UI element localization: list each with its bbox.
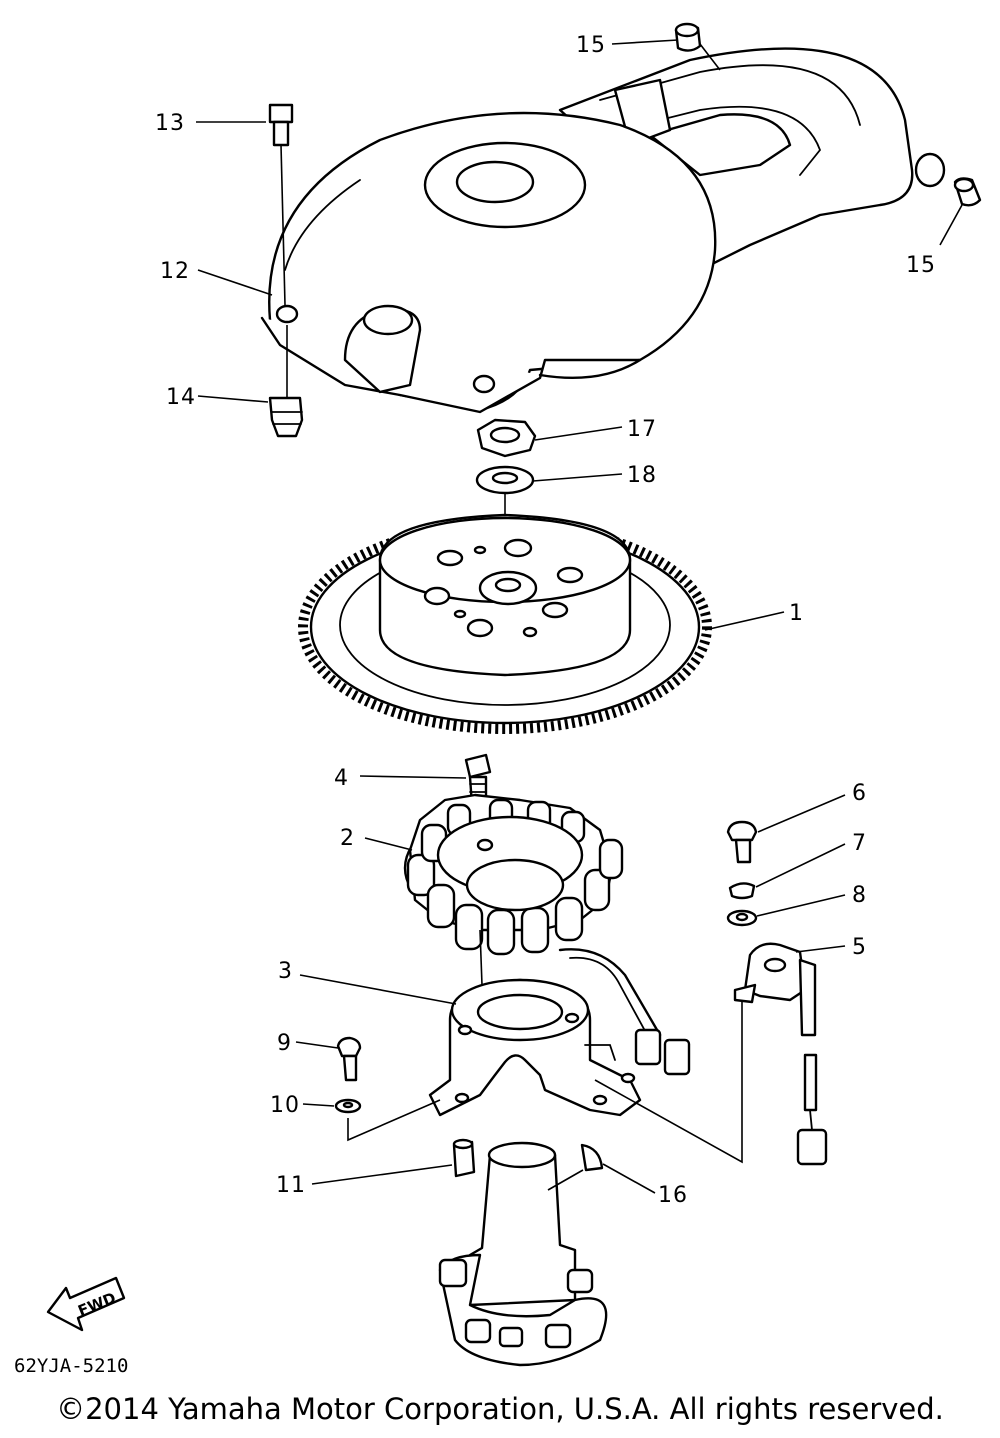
callout-6: 6 [852, 781, 867, 806]
crankshaft [438, 1141, 608, 1367]
callout-12: 12 [160, 259, 190, 284]
callout-14: 14 [166, 385, 196, 410]
callout-2: 2 [340, 826, 355, 851]
woodruff-key [580, 1143, 604, 1172]
flywheel-washer [475, 465, 535, 495]
cover-bolt [268, 103, 294, 147]
grommet-side [953, 177, 982, 207]
grommet-top [674, 22, 702, 52]
pulser-coil [733, 942, 828, 1166]
callout-4: 4 [334, 766, 349, 791]
callout-10: 10 [270, 1093, 300, 1118]
callout-15-top: 15 [576, 33, 606, 58]
copyright-notice: ©2014 Yamaha Motor Corporation, U.S.A. A… [56, 1392, 944, 1426]
lock-washer [728, 882, 756, 900]
stator-base [428, 978, 642, 1117]
plain-washer [726, 909, 758, 927]
diagram-code: 62YJA-5210 [14, 1355, 129, 1377]
callout-1: 1 [789, 601, 804, 626]
stator-assembly [403, 793, 691, 1076]
base-screw [336, 1036, 362, 1082]
cover-plug [268, 396, 304, 438]
base-washer [334, 1098, 362, 1114]
callout-18: 18 [627, 463, 657, 488]
flywheel-cover [260, 47, 946, 414]
flywheel-nut [476, 418, 537, 458]
callout-5: 5 [852, 935, 867, 960]
callout-9: 9 [277, 1031, 292, 1056]
callout-7: 7 [852, 831, 867, 856]
pulser-screw [726, 820, 758, 864]
dowel-pin [452, 1138, 476, 1178]
callout-11: 11 [276, 1173, 306, 1198]
callout-15-side: 15 [906, 253, 936, 278]
callout-3: 3 [278, 959, 293, 984]
callout-17: 17 [627, 417, 657, 442]
callout-13: 13 [155, 111, 185, 136]
callout-8: 8 [852, 883, 867, 908]
flywheel-rotor [298, 513, 712, 734]
fwd-arrow-icon: FWD [46, 1276, 126, 1332]
callout-16: 16 [658, 1183, 688, 1208]
